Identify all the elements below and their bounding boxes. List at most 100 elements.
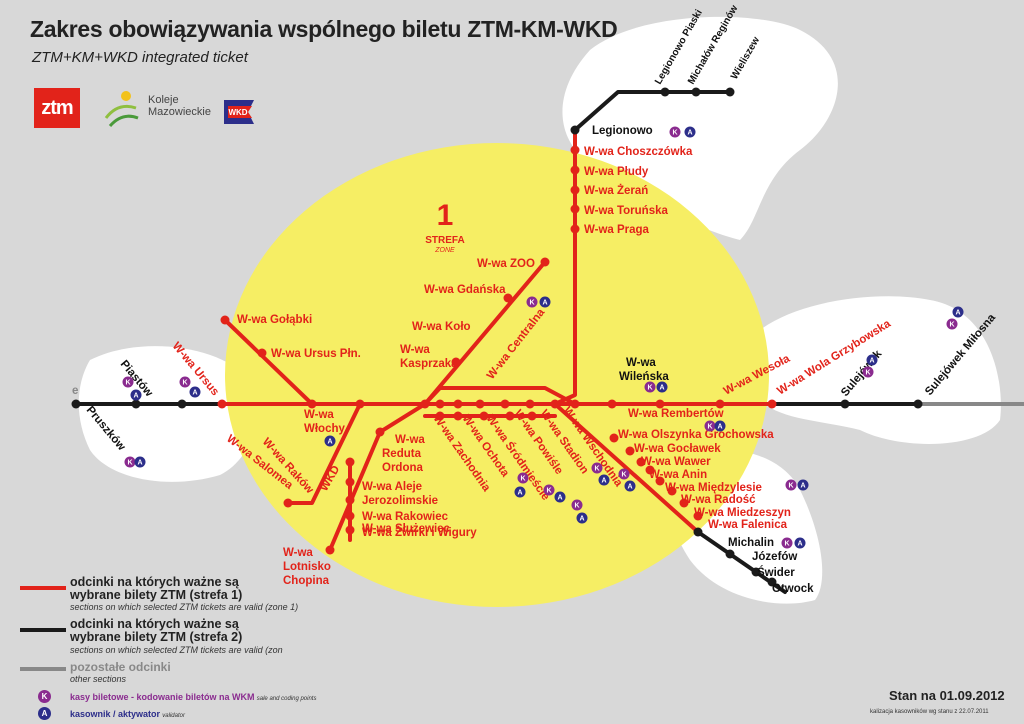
station-dot-zone1	[420, 399, 430, 409]
label-zeran: W-wa Żerań	[584, 184, 648, 197]
label-lotnisko-3: Chopina	[283, 575, 330, 587]
label-anin: W-wa Anin	[649, 469, 707, 481]
svg-text:K: K	[621, 472, 626, 479]
station-dot-zone1	[345, 495, 355, 505]
legend-zone1-label: odcinki na których ważne są wybrane bile…	[70, 575, 243, 602]
label-praga: W-wa Praga	[584, 224, 650, 236]
svg-text:A: A	[542, 300, 547, 307]
validator-icon: A	[952, 306, 964, 318]
station-dot-zone2	[840, 399, 850, 409]
validator-note: kalizacja kasowników wg stanu z 22.07.20…	[870, 709, 989, 715]
station-dot-zone1	[655, 476, 665, 486]
station-dot-zone1	[307, 399, 317, 409]
validator-icon: A	[598, 474, 610, 486]
ticket-office-icon: K	[124, 456, 136, 468]
label-aleje-1: W-wa Aleje	[362, 481, 422, 493]
svg-text:K: K	[707, 424, 712, 431]
station-dot-zone1	[655, 399, 665, 409]
legend-k-label: kasy biletowe - kodowanie biletów na WKM…	[70, 692, 316, 702]
validator-icon: A	[714, 420, 726, 432]
svg-text:K: K	[574, 503, 579, 510]
station-dot-zone2	[751, 567, 761, 577]
svg-text:A: A	[659, 385, 664, 392]
label-sluzewiec: W-wa Służewiec	[362, 523, 451, 535]
label-reduta-3: Ordona	[382, 462, 423, 474]
validator-icon: A	[134, 456, 146, 468]
label-jozefow: Józefów	[752, 551, 797, 563]
label-choszczowka: W-wa Choszczówka	[584, 146, 693, 158]
station-dot-zone1	[435, 411, 445, 421]
wkd-logo-text: WKD	[228, 108, 247, 117]
svg-text:A: A	[133, 393, 138, 400]
wkd-logo: WKD	[224, 100, 254, 124]
svg-text:K: K	[546, 488, 551, 495]
label-kasprzaka-1: W-wa	[400, 344, 430, 356]
station-dot-zone1	[355, 399, 365, 409]
station-dot-zone1	[570, 165, 580, 175]
legend-zone1-line	[20, 586, 66, 590]
label-miedzylesie: W-wa Międzylesie	[665, 482, 762, 494]
validator-icon: A	[794, 537, 806, 549]
station-dot-zone2	[693, 527, 703, 537]
validator-icon: A	[539, 296, 551, 308]
label-swider: Świder	[757, 566, 795, 579]
label-wawer: W-wa Wawer	[641, 456, 711, 468]
svg-text:K: K	[949, 322, 954, 329]
station-dot-zone2	[725, 87, 735, 97]
ticket-office-icon: K	[543, 484, 555, 496]
status-date: Stan na 01.09.2012	[889, 688, 1005, 703]
validator-icon: A	[797, 479, 809, 491]
label-lotnisko-1: W-wa	[283, 547, 313, 559]
label-gdanska: W-wa Gdańska	[424, 284, 506, 296]
svg-text:K: K	[520, 476, 525, 483]
svg-text:K: K	[529, 300, 534, 307]
zone-sublabel: ZONE	[434, 247, 455, 254]
validator-icon: A	[656, 381, 668, 393]
label-golabki: W-wa Gołąbki	[237, 314, 312, 326]
station-dot-zone1	[540, 257, 550, 267]
svg-text:K: K	[672, 130, 677, 137]
ticket-office-icon: K	[591, 462, 603, 474]
legend-other-label: pozostałe odcinki	[70, 660, 171, 674]
station-dot-zone2	[71, 399, 81, 409]
station-dot-zone1	[345, 477, 355, 487]
station-dot-zone1	[505, 411, 515, 421]
svg-text:A: A	[601, 478, 606, 485]
svg-text:K: K	[865, 370, 870, 377]
validator-icon: A	[130, 389, 142, 401]
legend-a-main: kasownik / aktywator	[70, 709, 161, 719]
station-dot-zone1	[475, 399, 485, 409]
ztm-logo: ztm	[34, 88, 80, 128]
label-rembertow: W-wa Rembertów	[628, 408, 724, 420]
station-dot-zone1	[767, 399, 777, 409]
label-ursus-pln: W-wa Ursus Płn.	[271, 348, 361, 360]
ticket-office-icon: K	[179, 376, 191, 388]
station-dot-zone2	[177, 399, 187, 409]
label-legionowo: Legionowo	[592, 125, 653, 137]
validator-icon: A	[554, 491, 566, 503]
label-goclawek: W-wa Gocławek	[634, 443, 721, 455]
validator-icon: A	[866, 354, 878, 366]
ticket-office-icon: K	[946, 318, 958, 330]
station-dot-zone1	[217, 399, 227, 409]
station-dot-zone1	[625, 446, 635, 456]
label-wilenska-2: Wileńska	[619, 371, 669, 383]
label-kasprzaka-2: Kasprzaka	[400, 358, 458, 370]
ticket-office-icon: K	[669, 126, 681, 138]
label-aleje-2: Jerozolimskie	[362, 495, 438, 507]
ticket-office-icon: K	[704, 420, 716, 432]
page-title: Zakres obowiązywania wspólnego biletu ZT…	[30, 16, 618, 42]
line-zone1-legionowo	[553, 128, 577, 406]
legend-k-icon: K	[38, 690, 51, 703]
svg-text:A: A	[327, 439, 332, 446]
validator-icon: A	[684, 126, 696, 138]
legend-a-label: kasownik / aktywator validator	[70, 709, 185, 719]
label-kolo: W-wa Koło	[412, 321, 471, 333]
label-lotnisko-2: Lotnisko	[283, 561, 331, 573]
legend-k-main: kasy biletowe - kodowanie biletów na WKM	[70, 692, 255, 702]
station-dot-zone2	[691, 87, 701, 97]
station-dot-zone1	[607, 399, 617, 409]
legend-zone2-label: odcinki na których ważne są wybrane bile…	[70, 617, 243, 644]
station-dot-zone1	[570, 399, 580, 409]
